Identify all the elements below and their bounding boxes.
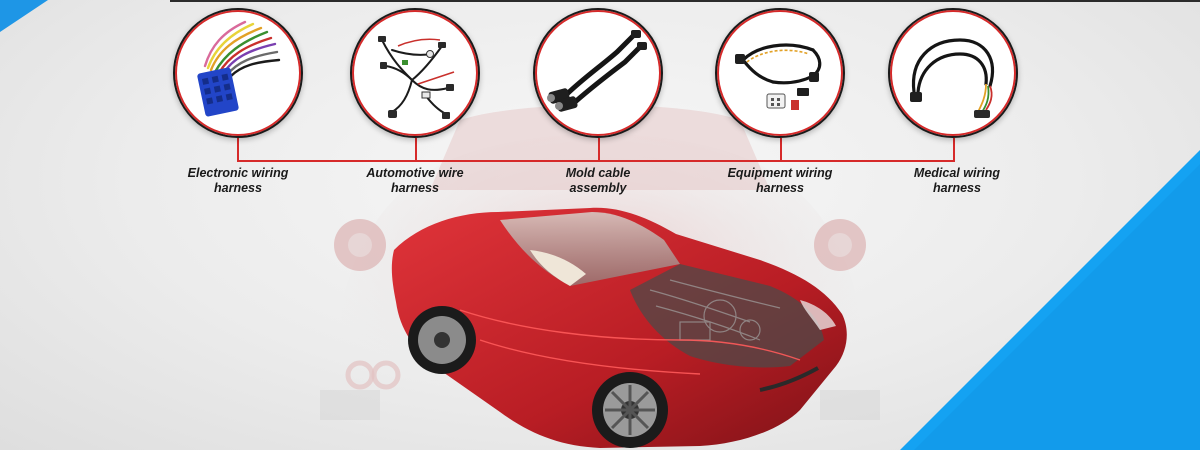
- connector-line-3: [598, 138, 600, 162]
- label-line: assembly: [569, 181, 627, 195]
- automotive-harness-icon: [378, 36, 455, 119]
- label-line: Electronic wiring: [187, 166, 289, 180]
- category-label-mold-cable: Mold cable assembly: [523, 166, 673, 196]
- corner-decoration-top-left: [0, 0, 48, 32]
- category-label-medical: Medical wiring harness: [882, 166, 1032, 196]
- category-automotive-harness[interactable]: [350, 8, 480, 138]
- label-line: harness: [214, 181, 262, 195]
- label-line: harness: [933, 181, 981, 195]
- medical-harness-icon: [910, 38, 995, 118]
- category-electronic-harness[interactable]: [173, 8, 303, 138]
- equipment-harness-icon: [735, 43, 822, 110]
- corner-decoration-bottom-right-shade: [914, 164, 1200, 450]
- connector-line-4: [780, 138, 782, 162]
- category-medical-harness[interactable]: [888, 8, 1018, 138]
- electronic-harness-icon: [197, 20, 281, 117]
- label-line: harness: [391, 181, 439, 195]
- mold-cable-icon: [547, 30, 647, 112]
- cutaway-car-image: [391, 207, 847, 448]
- top-divider: [170, 0, 1200, 2]
- label-line: harness: [756, 181, 804, 195]
- category-label-equipment: Equipment wiring harness: [705, 166, 855, 196]
- label-line: Mold cable: [565, 166, 631, 180]
- corner-decoration-bottom-right: [900, 150, 1200, 450]
- connector-line-2: [415, 138, 417, 162]
- category-equipment-harness[interactable]: [715, 8, 845, 138]
- category-label-automotive: Automotive wire harness: [340, 166, 490, 196]
- connector-line-5: [953, 138, 955, 162]
- connector-line-horizontal: [237, 160, 954, 162]
- label-line: Equipment wiring: [727, 166, 833, 180]
- category-label-electronic: Electronic wiring harness: [163, 166, 313, 196]
- category-mold-cable[interactable]: [533, 8, 663, 138]
- label-line: Automotive wire: [366, 166, 464, 180]
- label-line: Medical wiring: [913, 166, 1001, 180]
- connector-line-1: [237, 138, 239, 162]
